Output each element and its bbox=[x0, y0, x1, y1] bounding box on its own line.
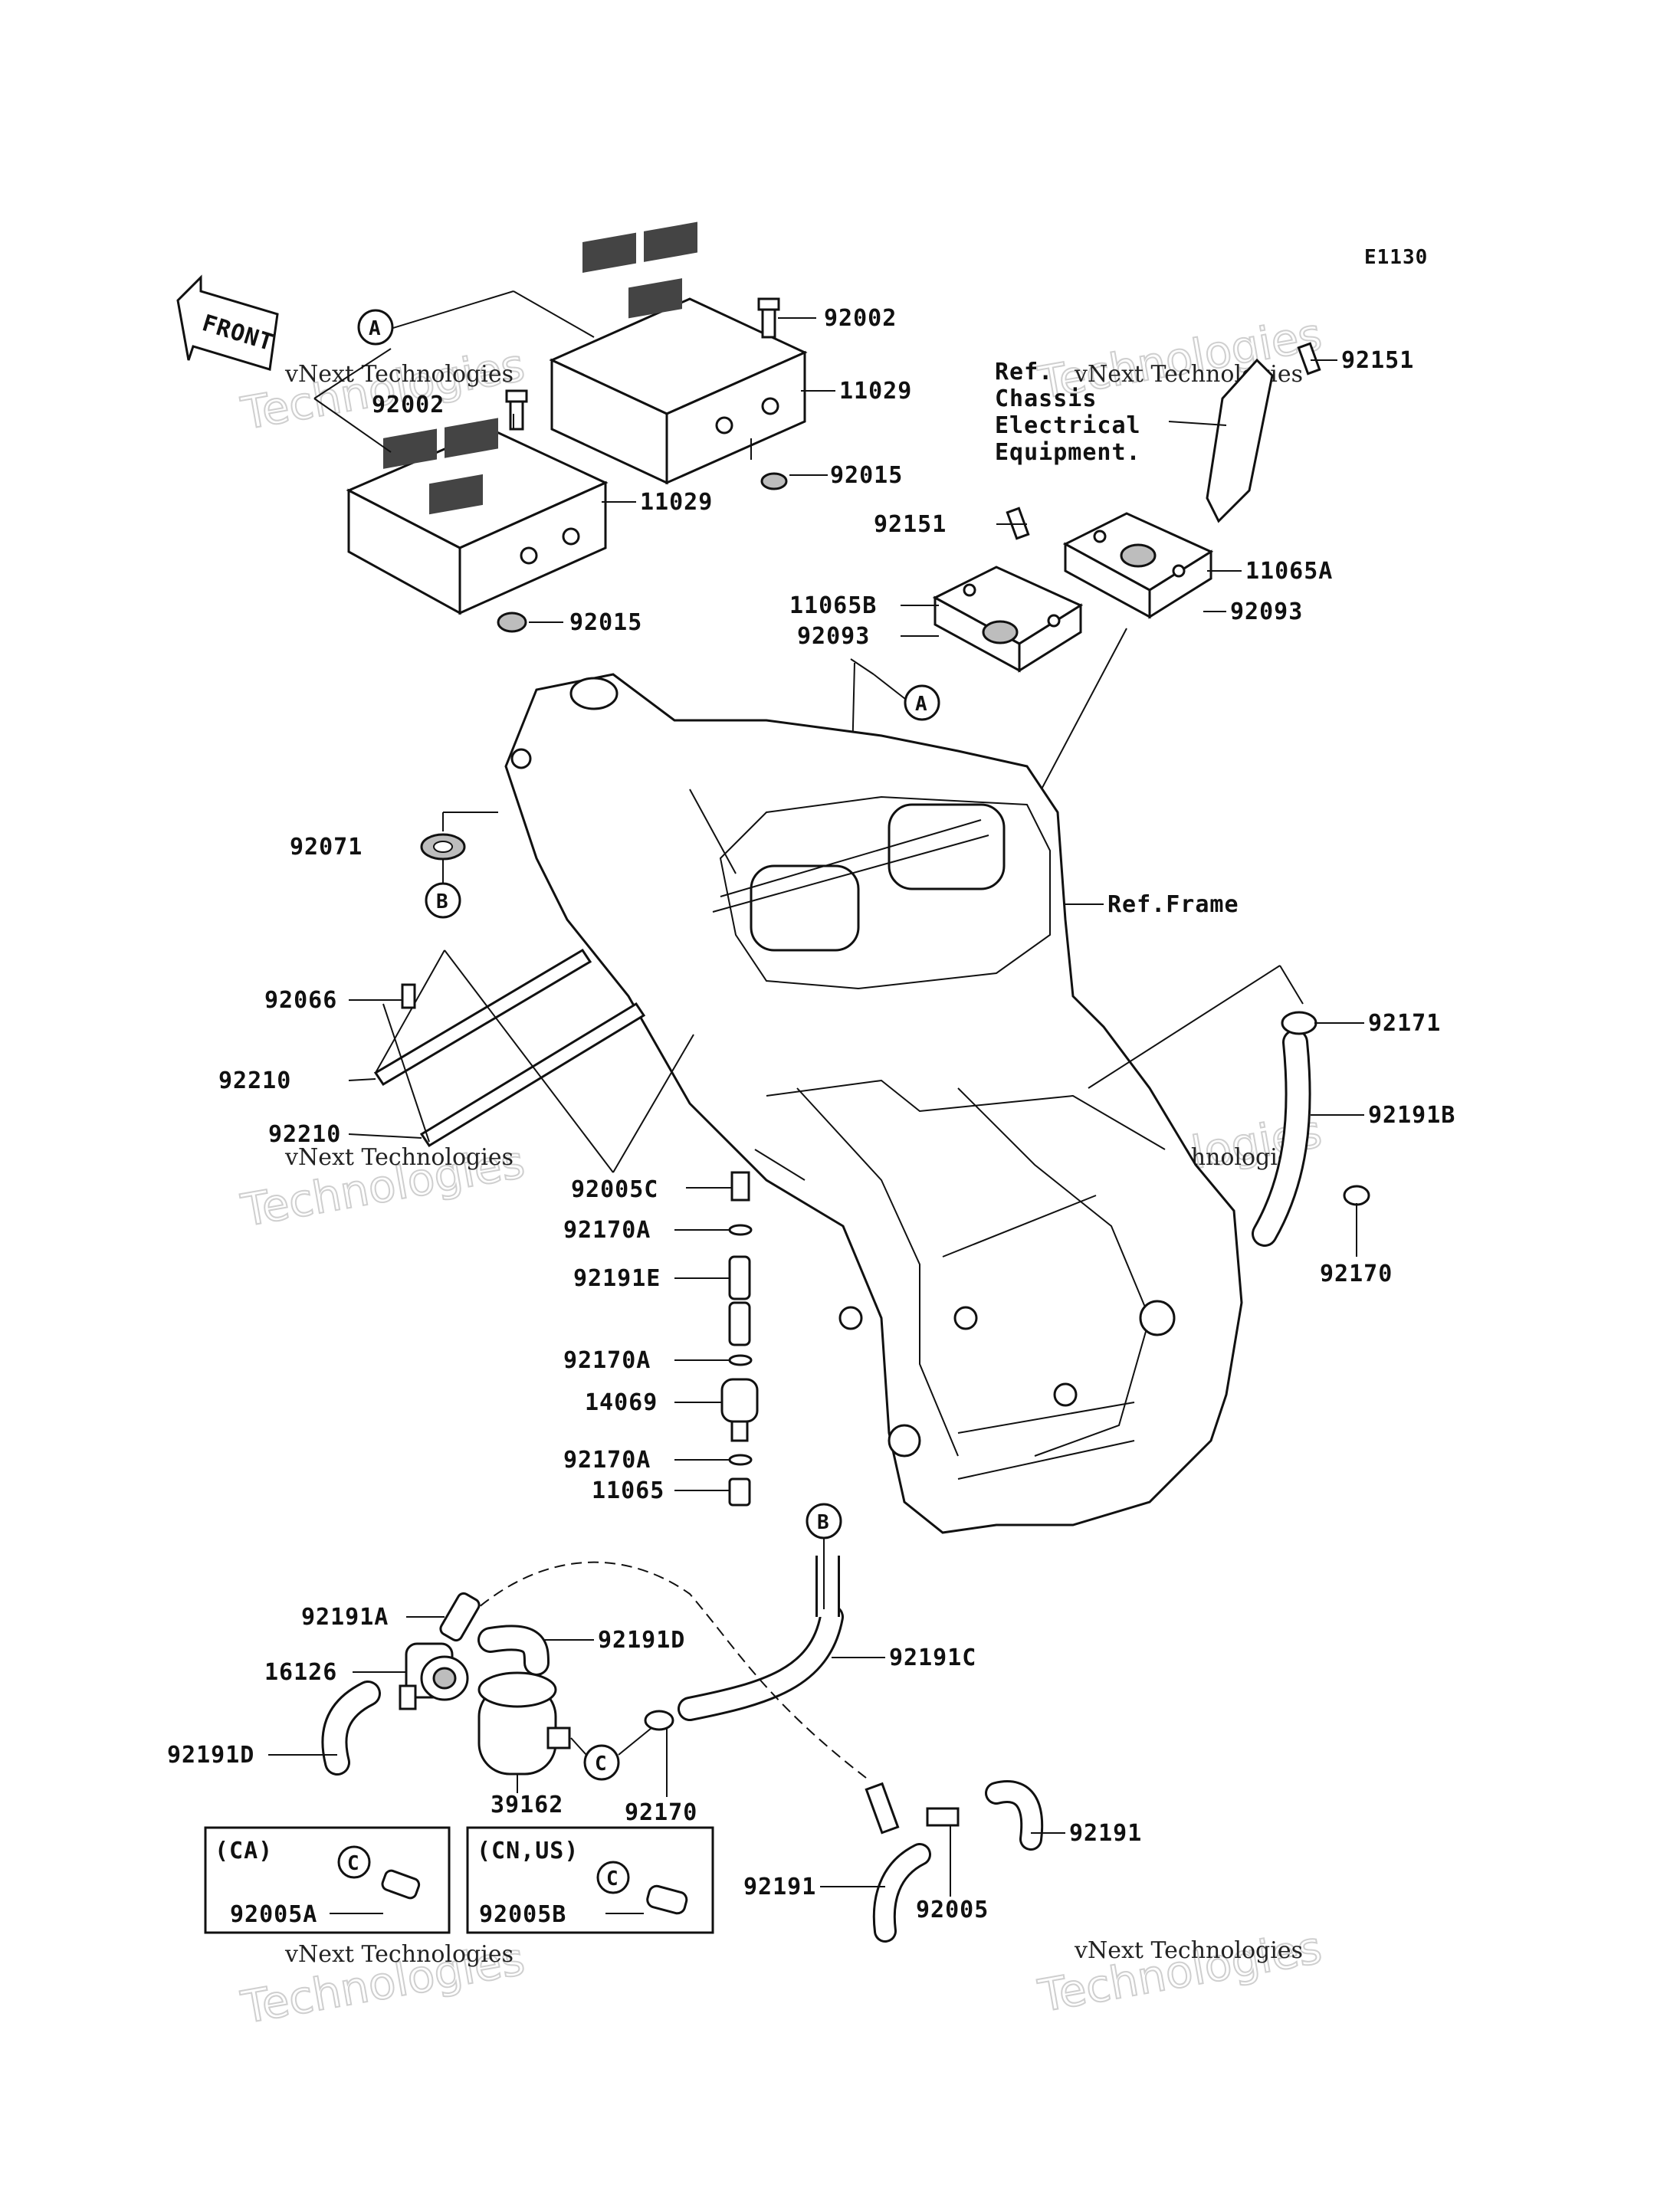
part-label: 11065A bbox=[1245, 558, 1333, 585]
canister-39162 bbox=[477, 1671, 571, 1776]
part-label: 92191E bbox=[573, 1265, 661, 1292]
part-label: 92210 bbox=[268, 1121, 341, 1148]
svg-text:Chassis: Chassis bbox=[995, 385, 1097, 412]
svg-text:Equipment.: Equipment. bbox=[995, 439, 1141, 466]
svg-text:B: B bbox=[817, 1511, 830, 1534]
part-label: 92170 bbox=[625, 1799, 697, 1826]
front-arrow-icon: FRONT bbox=[176, 274, 279, 371]
svg-text:(CA): (CA) bbox=[215, 1838, 273, 1864]
part-label: 39162 bbox=[491, 1792, 563, 1818]
part-label: 92210 bbox=[218, 1067, 291, 1094]
part-label: 92005 bbox=[916, 1897, 989, 1923]
bolt-92066 bbox=[349, 983, 416, 1009]
part-label: 92170A bbox=[563, 1217, 651, 1244]
svg-text:A: A bbox=[369, 317, 382, 340]
part-label: 11065B bbox=[789, 592, 877, 619]
watermark-mid-left: Technologies vNext Technologies bbox=[237, 1135, 530, 1238]
frame-leaders bbox=[754, 903, 1104, 1181]
ecu-unit-top bbox=[549, 221, 808, 485]
part-label: 92170A bbox=[563, 1447, 651, 1474]
callout-b-left: B bbox=[425, 858, 461, 919]
part-label: 92191C bbox=[889, 1644, 976, 1671]
part-label: 92005C bbox=[571, 1176, 658, 1203]
part-label: 92170 bbox=[1320, 1261, 1393, 1287]
bracket-icon bbox=[1206, 358, 1274, 523]
part-label: 14069 bbox=[585, 1389, 658, 1416]
part-label: 92191D bbox=[598, 1627, 685, 1654]
rubber-mount-11065B bbox=[932, 566, 1084, 673]
watermark-bottom-left: Technologies vNext Technologies bbox=[237, 1932, 530, 2035]
leader-lines-top bbox=[313, 290, 835, 623]
svg-text:C: C bbox=[606, 1867, 619, 1890]
svg-text:Electrical: Electrical bbox=[995, 412, 1141, 439]
callout-c-main: C bbox=[583, 1727, 652, 1781]
ecu-unit-left bbox=[346, 418, 609, 615]
svg-text:Ref.: Ref. bbox=[995, 359, 1053, 385]
evap-hoses bbox=[321, 1556, 1044, 1943]
bolt-icon bbox=[497, 297, 1321, 633]
part-label: 92191A bbox=[301, 1604, 389, 1631]
variant-box-ca: (CA) C 92005A bbox=[204, 1826, 451, 1934]
ref-frame-note: Ref.Frame bbox=[1107, 891, 1239, 918]
part-label: 92066 bbox=[264, 987, 337, 1014]
svg-text:Technologies: Technologies bbox=[1035, 1921, 1326, 2022]
part-label: 92015 bbox=[830, 462, 903, 489]
hose-stack bbox=[674, 1171, 759, 1507]
callout-b-bottom: B bbox=[806, 1503, 842, 1609]
part-label: 11065 bbox=[592, 1477, 664, 1504]
part-label: 92171 bbox=[1368, 1010, 1441, 1037]
part-label: 92191 bbox=[743, 1874, 816, 1900]
svg-text:vNext Technologies: vNext Technologies bbox=[284, 361, 514, 388]
callout-a-top: A bbox=[357, 309, 394, 346]
part-label: 92151 bbox=[874, 511, 947, 538]
svg-text:C: C bbox=[595, 1753, 608, 1776]
hose-92191B bbox=[1088, 965, 1370, 1257]
clamp-92170-bottom bbox=[570, 1710, 674, 1756]
grommet-92071 bbox=[420, 812, 498, 861]
svg-text:C: C bbox=[347, 1852, 360, 1875]
diagram-code: E1130 bbox=[1364, 246, 1428, 269]
ref-chassis-note: Ref. Chassis Electrical Equipment. bbox=[995, 359, 1141, 466]
callout-a-mid: A bbox=[850, 658, 940, 721]
part-label: 92191B bbox=[1368, 1102, 1455, 1129]
part-label: 11029 bbox=[640, 489, 713, 516]
part-label: 92093 bbox=[797, 623, 870, 650]
watermark-bottom-right: Technologies vNext Technologies bbox=[1034, 1920, 1327, 2023]
svg-text:B: B bbox=[436, 890, 449, 913]
part-label: 92191D bbox=[167, 1742, 254, 1769]
part-label: 11029 bbox=[839, 378, 912, 405]
part-label: 92002 bbox=[824, 305, 897, 332]
part-label: 92191 bbox=[1069, 1820, 1142, 1847]
valve-16126 bbox=[399, 1642, 469, 1710]
svg-text:vNext Technologies: vNext Technologies bbox=[1074, 1937, 1303, 1964]
svg-text:A: A bbox=[915, 693, 928, 716]
svg-text:(CN,US): (CN,US) bbox=[477, 1838, 579, 1864]
rubber-mount-11065A bbox=[1062, 512, 1214, 619]
svg-text:vNext Technologies: vNext Technologies bbox=[284, 1941, 514, 1968]
part-labels: 92002 11029 92015 92002 11029 92015 9215… bbox=[167, 305, 1455, 1923]
part-label: 92071 bbox=[290, 834, 363, 861]
part-label: 92093 bbox=[1230, 598, 1303, 625]
variant-box-cn-us: (CN,US) C 92005B bbox=[466, 1826, 714, 1934]
main-frame bbox=[504, 673, 1243, 1534]
part-label: 92002 bbox=[372, 392, 445, 418]
leader-lines-lower bbox=[268, 1616, 1065, 1897]
bracket-92210 bbox=[348, 948, 694, 1173]
part-label: 92170A bbox=[563, 1347, 651, 1374]
part-label: 92151 bbox=[1341, 347, 1414, 374]
part-label: 92015 bbox=[569, 609, 642, 636]
svg-text:92005B: 92005B bbox=[479, 1901, 566, 1928]
svg-text:vNext Technologies: vNext Technologies bbox=[284, 1144, 514, 1171]
svg-text:92005A: 92005A bbox=[230, 1901, 317, 1928]
part-label: 16126 bbox=[264, 1659, 337, 1686]
